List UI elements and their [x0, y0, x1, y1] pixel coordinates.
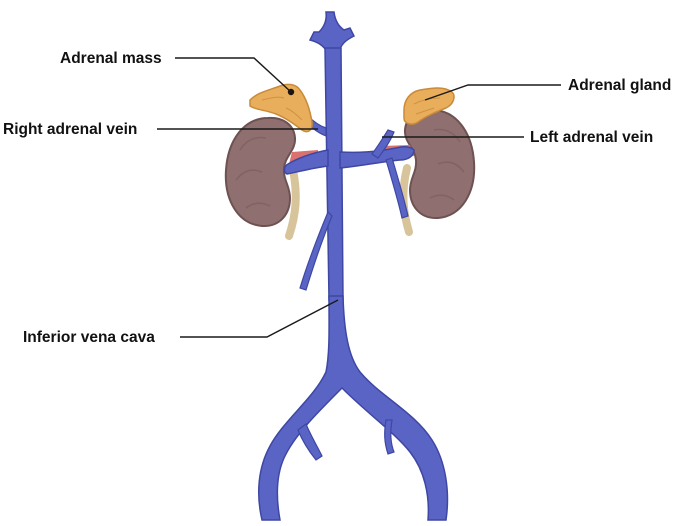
- right-kidney-texture: [235, 136, 271, 209]
- label-adrenal-gland: Adrenal gland: [568, 77, 671, 94]
- right-renal-vein: [283, 149, 329, 175]
- ivc-lower-bifurcation: [257, 295, 449, 521]
- left-gonadal-vein: [385, 157, 409, 219]
- label-left-adrenal-vein: Left adrenal vein: [530, 129, 653, 146]
- right-adrenal-gland: [249, 83, 313, 133]
- venous-system: [257, 11, 449, 521]
- right-ureter: [285, 166, 300, 240]
- right-internal-iliac-stub: [297, 423, 323, 461]
- left-adrenal-gland: [403, 87, 455, 125]
- right-adrenal-texture: [261, 96, 303, 121]
- leader-adrenal-mass: [175, 57, 292, 93]
- right-gonadal-vein: [299, 210, 333, 291]
- svc-top-branches: [308, 11, 356, 53]
- label-inferior-vena-cava: Inferior vena cava: [23, 329, 155, 346]
- leader-inferior-vena-cava: [180, 299, 339, 338]
- label-adrenal-mass: Adrenal mass: [60, 50, 162, 67]
- adrenal-glands: [249, 83, 455, 133]
- left-internal-iliac-stub: [384, 419, 395, 455]
- left-kidney-texture: [429, 128, 465, 201]
- ivc-upper-trunk: [324, 47, 344, 301]
- leader-adrenal-gland: [424, 84, 561, 101]
- leader-lines: [157, 57, 561, 338]
- kidneys: [224, 108, 476, 228]
- label-right-adrenal-vein: Right adrenal vein: [3, 121, 137, 138]
- labels: Adrenal mass Right adrenal vein Adrenal …: [3, 50, 671, 346]
